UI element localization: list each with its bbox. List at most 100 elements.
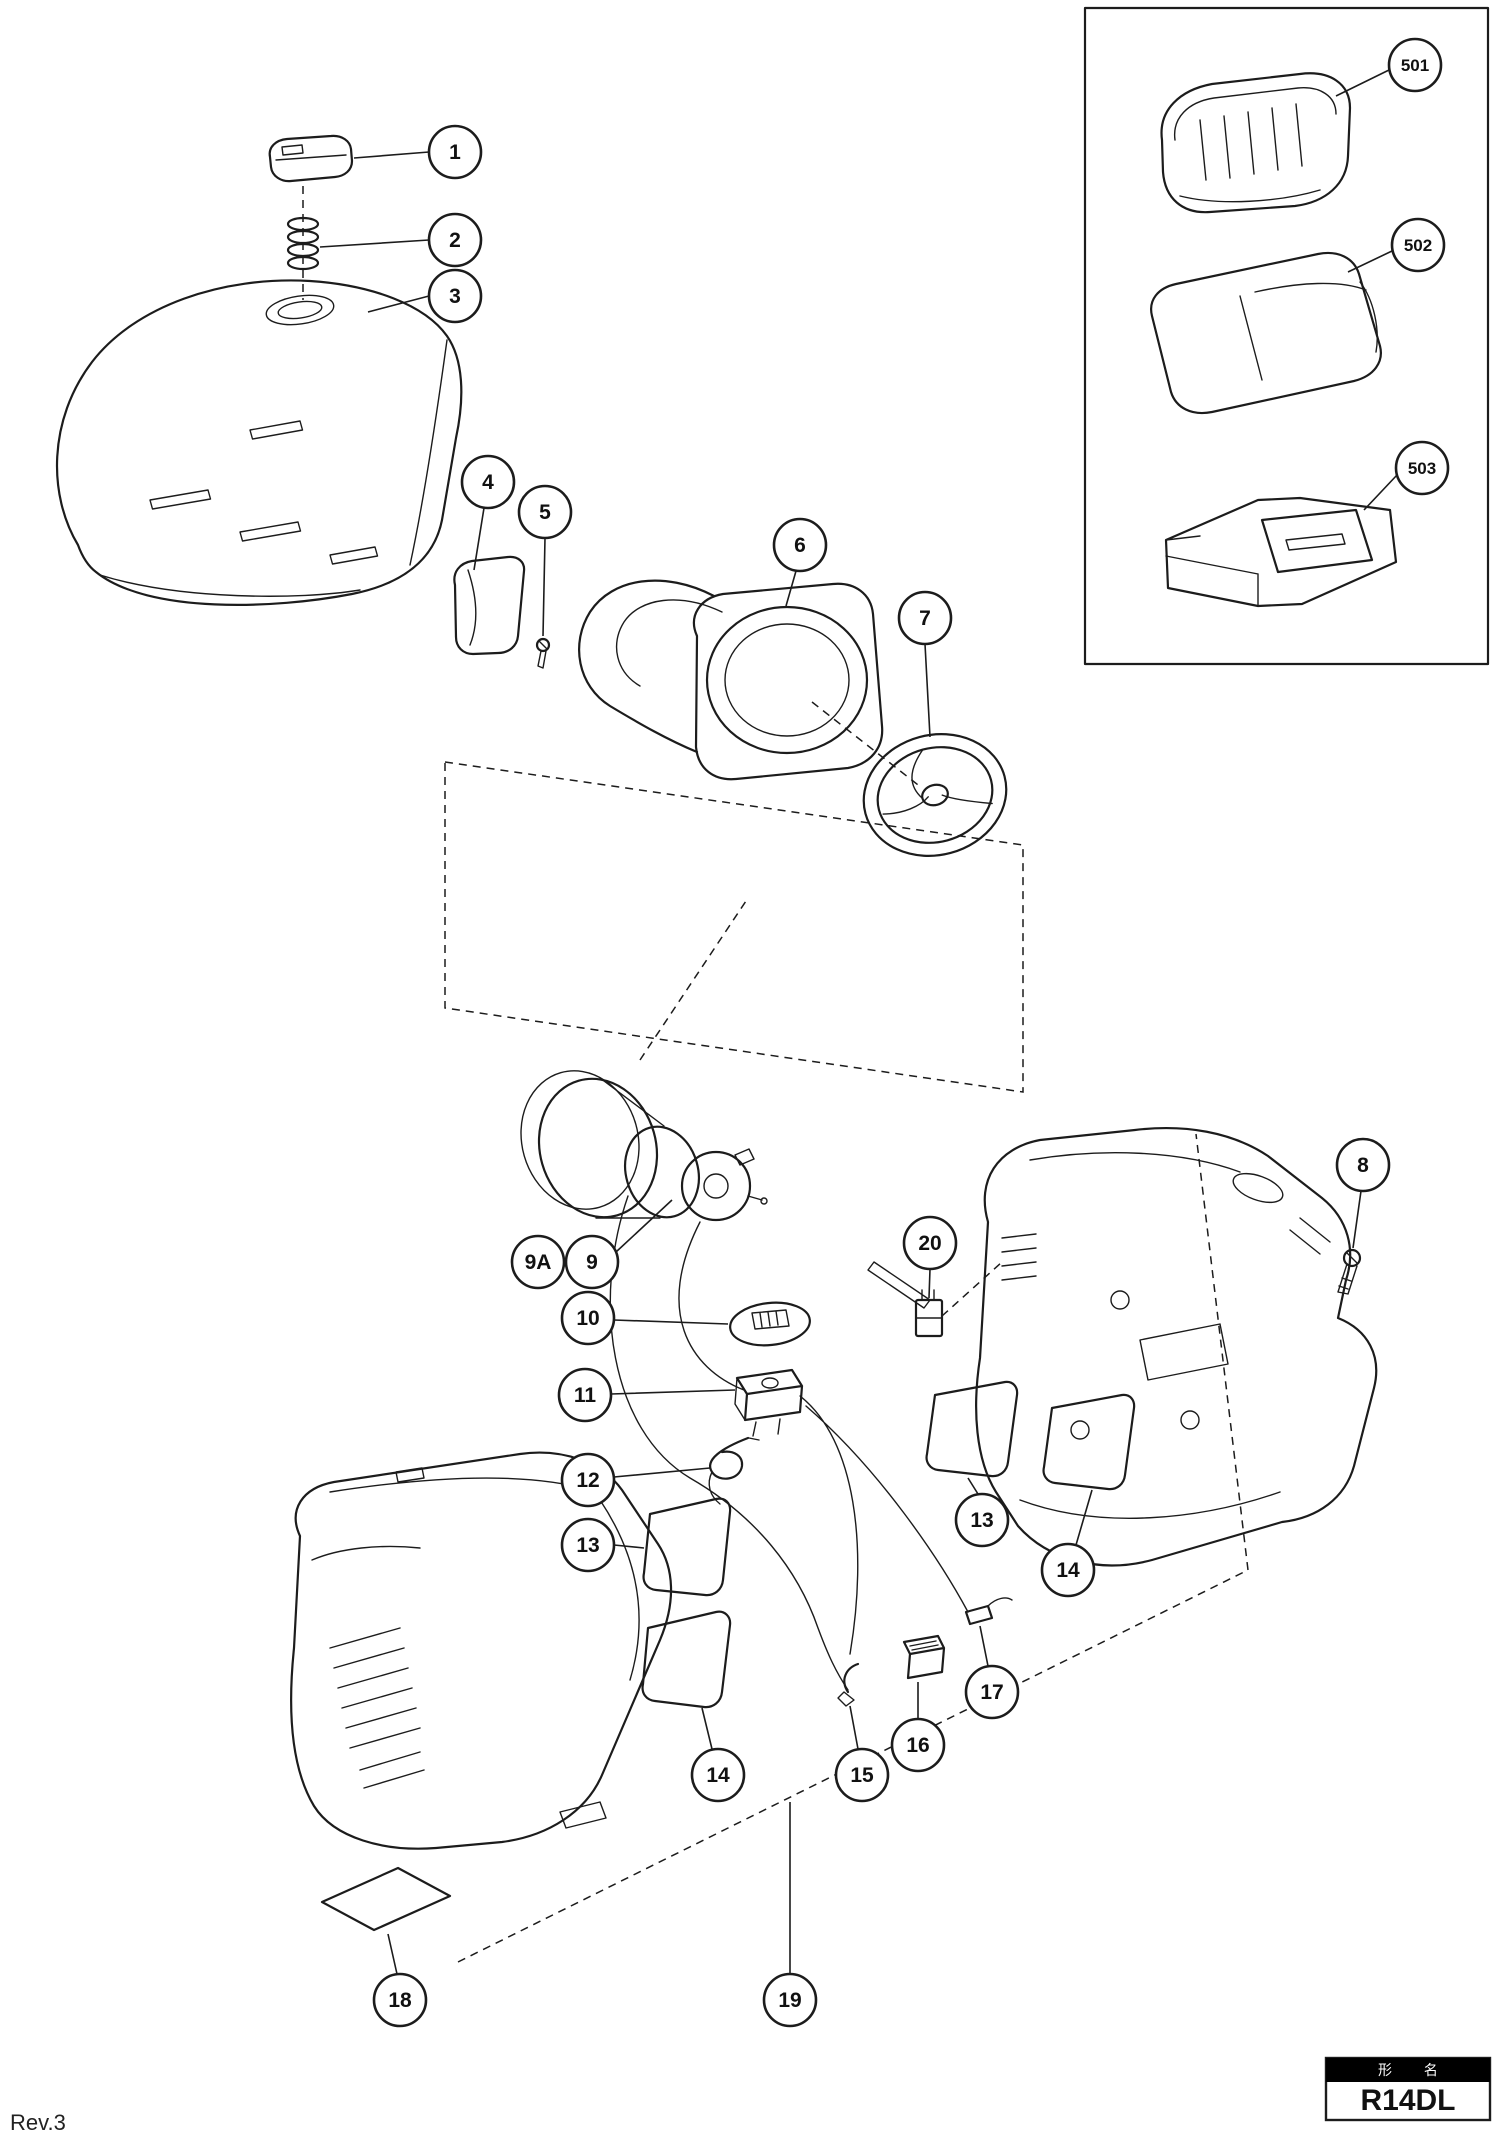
part-503-outline: [1164, 496, 1398, 608]
part-14-left-pad: [641, 1610, 732, 1709]
callout-4: 4: [460, 454, 516, 510]
part-502-outline: [1150, 251, 1382, 415]
part-501-outline: [1160, 72, 1352, 214]
callout-18: 18: [372, 1972, 428, 2028]
callout-10: 10: [560, 1290, 616, 1346]
svg-text:20: 20: [918, 1232, 941, 1255]
part-15-wire-drawing: [837, 1662, 860, 1707]
part-9-motor-drawing: [520, 1070, 768, 1222]
part-16-terminal-block-drawing: [902, 1634, 946, 1680]
svg-text:9A: 9A: [525, 1251, 552, 1274]
svg-text:19: 19: [778, 1989, 801, 2012]
screw-boss: [1110, 1290, 1130, 1310]
left-housing-drawing: [290, 1451, 673, 1850]
part-12-loop: [709, 1436, 750, 1480]
motor-shaft-tip: [760, 1197, 768, 1205]
part-14-right-pad: [1042, 1393, 1136, 1491]
callout-14-left: 14: [690, 1747, 746, 1803]
part-6-scroll-body: [577, 579, 716, 754]
part-11-button: [761, 1377, 779, 1389]
left-housing-vent-slats: [329, 1627, 425, 1789]
part-503-raised-box: [1260, 508, 1374, 574]
motor-can-inner: [703, 1173, 729, 1199]
motor-cone: [624, 1125, 700, 1219]
part-6-flange: [692, 582, 884, 781]
screw-boss: [1180, 1410, 1200, 1430]
screw-boss: [1070, 1420, 1090, 1440]
part-12-lead-drawing: [708, 1436, 750, 1505]
part-1-outline: [268, 134, 354, 183]
callout-9a: 9A: [510, 1234, 566, 1290]
part-3-cap-opening: [265, 294, 335, 326]
callout-15: 15: [834, 1747, 890, 1803]
part-15-wire: [843, 1662, 860, 1694]
part-10-button-drawing: [729, 1301, 811, 1347]
callout-13-right: 13: [954, 1492, 1010, 1548]
part-11-switch-drawing: [734, 1368, 804, 1441]
part-3-outline: [55, 279, 463, 606]
callout-9: 9: [564, 1234, 620, 1290]
part-3-detail: [99, 339, 448, 597]
callout-16: 16: [890, 1717, 946, 1773]
svg-text:12: 12: [576, 1469, 599, 1492]
svg-text:16: 16: [906, 1734, 929, 1757]
part-5-screw-detail: [537, 640, 548, 669]
part-13-right-pad: [925, 1380, 1019, 1478]
svg-text:6: 6: [794, 534, 806, 557]
part-16-detail: [909, 1640, 939, 1651]
callout-501: 501: [1387, 37, 1443, 93]
part-6-opening-outer: [705, 605, 869, 755]
part-17-detail: [987, 1597, 1013, 1607]
part-6-scroll-inner: [615, 599, 723, 687]
callout-8: 8: [1335, 1137, 1391, 1193]
inset-box-border: [1083, 6, 1490, 666]
part-8-screw-head: [1342, 1248, 1362, 1268]
svg-text:5: 5: [539, 501, 551, 524]
callout-6: 6: [772, 517, 828, 573]
callout-leader-lines: [319, 69, 1398, 1975]
part-13-left-pad: [642, 1497, 732, 1597]
svg-text:11: 11: [574, 1384, 597, 1407]
svg-text:15: 15: [850, 1764, 874, 1787]
svg-text:503: 503: [1408, 459, 1436, 478]
svg-text:13: 13: [970, 1509, 993, 1532]
svg-text:8: 8: [1357, 1154, 1369, 1177]
part-5-screw-head: [535, 637, 551, 653]
svg-text:4: 4: [482, 471, 494, 494]
part-12-tail: [708, 1471, 721, 1505]
motor-fan-shroud-echo: [520, 1070, 640, 1210]
part-502-drawing: [1150, 251, 1382, 415]
wiring-harness: [609, 1195, 969, 1691]
revision-note: Rev.3: [10, 2110, 66, 2135]
title-block-header-bg: [1326, 2058, 1490, 2082]
callout-14-right: 14: [1040, 1542, 1096, 1598]
svg-text:14: 14: [706, 1764, 730, 1787]
svg-text:1: 1: [449, 141, 461, 164]
callout-7: 7: [897, 590, 953, 646]
part-8-screw-drawing: [1337, 1248, 1362, 1295]
part-15-terminal: [837, 1691, 855, 1707]
part-7-ring-outer: [862, 733, 1008, 857]
callout-13-left: 13: [560, 1517, 616, 1573]
callout-17: 17: [964, 1664, 1020, 1720]
part-3-cap-opening-inner: [277, 300, 323, 320]
title-block: 形 名 R14DL: [1324, 2056, 1492, 2122]
motor-can: [680, 1150, 752, 1222]
part-503-detail: [1165, 533, 1346, 607]
svg-text:14: 14: [1056, 1559, 1080, 1582]
callout-11: 11: [557, 1367, 613, 1423]
part-7-hub: [921, 783, 949, 807]
svg-text:2: 2: [449, 229, 461, 252]
callout-5: 5: [517, 484, 573, 540]
left-housing-outline: [290, 1451, 673, 1850]
callout-20: 20: [902, 1215, 958, 1271]
right-housing-handle-hole: [1232, 1172, 1284, 1204]
svg-text:10: 10: [576, 1307, 599, 1330]
part-7-fan-drawing: [862, 733, 1008, 857]
part-4-detail: [467, 569, 477, 646]
part-20-detail: [867, 1261, 943, 1319]
part-501-drawing: [1160, 72, 1352, 214]
part-16-body: [902, 1634, 946, 1680]
svg-text:9: 9: [586, 1251, 598, 1274]
